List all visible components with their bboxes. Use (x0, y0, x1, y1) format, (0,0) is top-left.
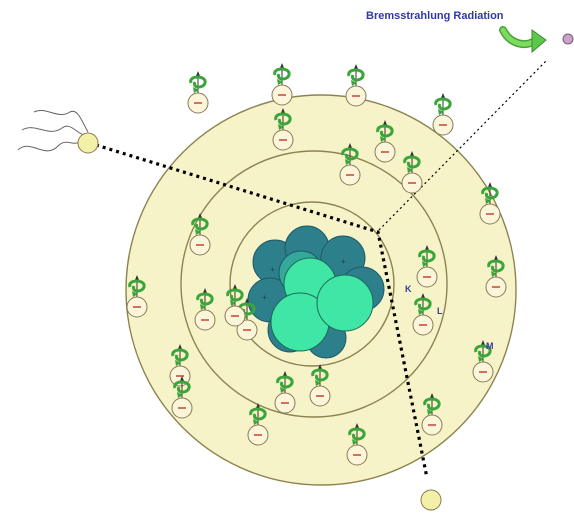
proton (317, 275, 373, 331)
motion-lines-icon (18, 142, 80, 151)
scattered-electron-icon (421, 490, 441, 510)
spin-axis-tip (196, 71, 200, 76)
x-ray-photon-icon (563, 34, 573, 44)
bremsstrahlung-title: Bremsstrahlung Radiation (366, 10, 504, 22)
incoming-electron-icon (78, 133, 98, 153)
spin-axis-tip (354, 64, 358, 69)
photon-arrow-icon (503, 30, 546, 52)
electron (188, 71, 208, 113)
spin-axis-tip (488, 182, 492, 187)
electron (433, 93, 453, 135)
electron (346, 64, 366, 106)
nucleus-charge-mark: + (270, 265, 275, 274)
spin-axis-tip (441, 93, 445, 98)
nucleus-charge-mark: + (262, 293, 267, 302)
spin-axis-tip (280, 63, 284, 68)
shell-label-l: L (437, 306, 443, 316)
shell-label-m: M (486, 341, 494, 351)
incoming-electron (18, 110, 98, 153)
nucleus-charge-mark: + (341, 257, 346, 266)
electron (272, 63, 292, 105)
shell-label-k: K (405, 284, 412, 294)
motion-lines-icon (22, 126, 84, 135)
